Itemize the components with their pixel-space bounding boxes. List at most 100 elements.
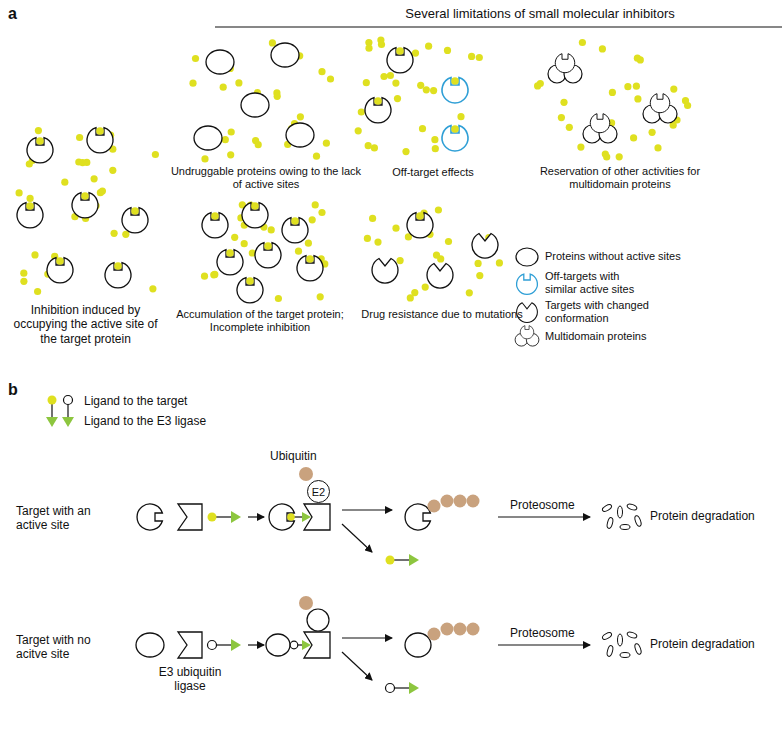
ligand-dot (392, 80, 399, 87)
ligand-dot (363, 79, 370, 86)
panel-letter: b (8, 380, 38, 399)
ligand-dot (387, 72, 394, 79)
ligand-dot (222, 136, 229, 143)
ligand-dot (633, 83, 640, 90)
e2-circle: E2 (307, 480, 330, 503)
row-label: Target with an active site (16, 504, 91, 533)
legend-text: Off-targets with similar active sites (545, 270, 651, 296)
ligand-dot (318, 209, 325, 216)
ligand-dot (380, 73, 387, 80)
ligand-dot (318, 68, 325, 75)
ligand-dot (417, 82, 424, 89)
ligand-dot (682, 97, 689, 104)
ligand-dot (20, 278, 27, 285)
caption: Off-target effects (378, 166, 488, 179)
ligand-dot (275, 295, 282, 302)
ligand-dot (99, 188, 106, 195)
result-label: Protein degradation (650, 637, 780, 651)
ligand-dot (91, 175, 98, 182)
ligand-dot (109, 167, 116, 174)
ligand-dot (637, 56, 644, 63)
ligand-dot (309, 216, 316, 223)
ligand-dot (457, 113, 464, 120)
part-label: E3 ubiquitin ligase (145, 665, 235, 694)
ligand-dot (624, 83, 631, 90)
ligand-dot (397, 257, 404, 264)
legend-text: Ligand to the target (84, 394, 284, 408)
ligand-dot (152, 151, 159, 158)
ligand-dot (466, 289, 473, 296)
ligand-dot (609, 89, 616, 96)
ligand-dot (201, 273, 208, 280)
ligand-dot (220, 84, 227, 91)
ligand-dot (189, 80, 196, 87)
legend-text: Multidomain proteins (545, 330, 745, 343)
ligand-dot (79, 159, 86, 166)
ligand-dot (369, 215, 376, 222)
ligand-dot (603, 153, 610, 160)
ligand-dot (358, 108, 365, 115)
step-label: Proteosome (510, 626, 590, 640)
ligand-dot (20, 270, 27, 277)
caption: Inhibition induced by occupying the acti… (8, 303, 163, 346)
ligand-dot (560, 99, 567, 106)
ligand-dot (634, 95, 641, 102)
ligand-dot (313, 153, 320, 160)
ligand-dot (616, 153, 623, 160)
ligand-dot (496, 259, 503, 266)
ligand-dot (392, 225, 399, 232)
caption: Undruggable proteins owing to the lack o… (170, 165, 362, 191)
ligand-dot (61, 179, 68, 186)
ligand-dot (268, 226, 275, 233)
ligand-dot (364, 235, 371, 242)
ligand-dot (241, 240, 248, 247)
ligand-dot (323, 140, 330, 147)
ligand-dot (444, 47, 451, 54)
ligand-dot (312, 201, 319, 208)
ligand-dot (431, 136, 438, 143)
ligand-dot (297, 113, 304, 120)
caption: Drug resistance due to mutations (357, 308, 527, 321)
ligand-dot (476, 54, 483, 61)
ligand-dot (31, 251, 38, 258)
ligand-dot (630, 134, 637, 141)
ligand-dot (432, 145, 439, 152)
ligand-dot (433, 252, 440, 259)
ligand-dot (111, 230, 118, 237)
row-label: Target with no acitve site (16, 633, 98, 662)
ligand-dot (558, 114, 565, 121)
ligand-dot (394, 95, 401, 102)
ligand-dot (16, 189, 23, 196)
caption: Reservation of other activities for mult… (535, 165, 705, 191)
ligand-dot (355, 127, 362, 134)
legend-text: Ligand to the E3 ligase (84, 414, 284, 428)
ligand-dot (201, 155, 208, 162)
ligand-dot (235, 79, 242, 86)
ligand-dot (228, 128, 235, 135)
ligand-dot (371, 144, 378, 151)
ligand-dot (377, 37, 384, 44)
ligand-dot (305, 240, 312, 247)
ligand-dot (566, 124, 573, 131)
ligand-dot (649, 129, 656, 136)
ligand-dot (227, 151, 234, 158)
ligand-dot (374, 239, 381, 246)
ligand-dot (149, 285, 156, 292)
ligand-dot (327, 75, 334, 82)
ligand-dot (435, 206, 442, 213)
ligand-dot (211, 271, 218, 278)
ligand-dot (475, 260, 482, 267)
ligand-dot (445, 238, 452, 245)
ligand-dot (365, 142, 372, 149)
ligand-dot (231, 234, 238, 241)
legend-text: Proteins without active sites (545, 250, 745, 263)
result-label: Protein degradation (650, 509, 780, 523)
ligand-dot (430, 87, 437, 94)
ligand-dot (407, 294, 414, 301)
ligand-dot (27, 195, 34, 202)
ligand-dot (476, 272, 483, 279)
ligand-dot (269, 39, 276, 46)
ligand-dot (192, 55, 199, 62)
panel-letter: a (8, 4, 38, 23)
caption: Accumulation of the target protein; Inco… (160, 308, 360, 334)
